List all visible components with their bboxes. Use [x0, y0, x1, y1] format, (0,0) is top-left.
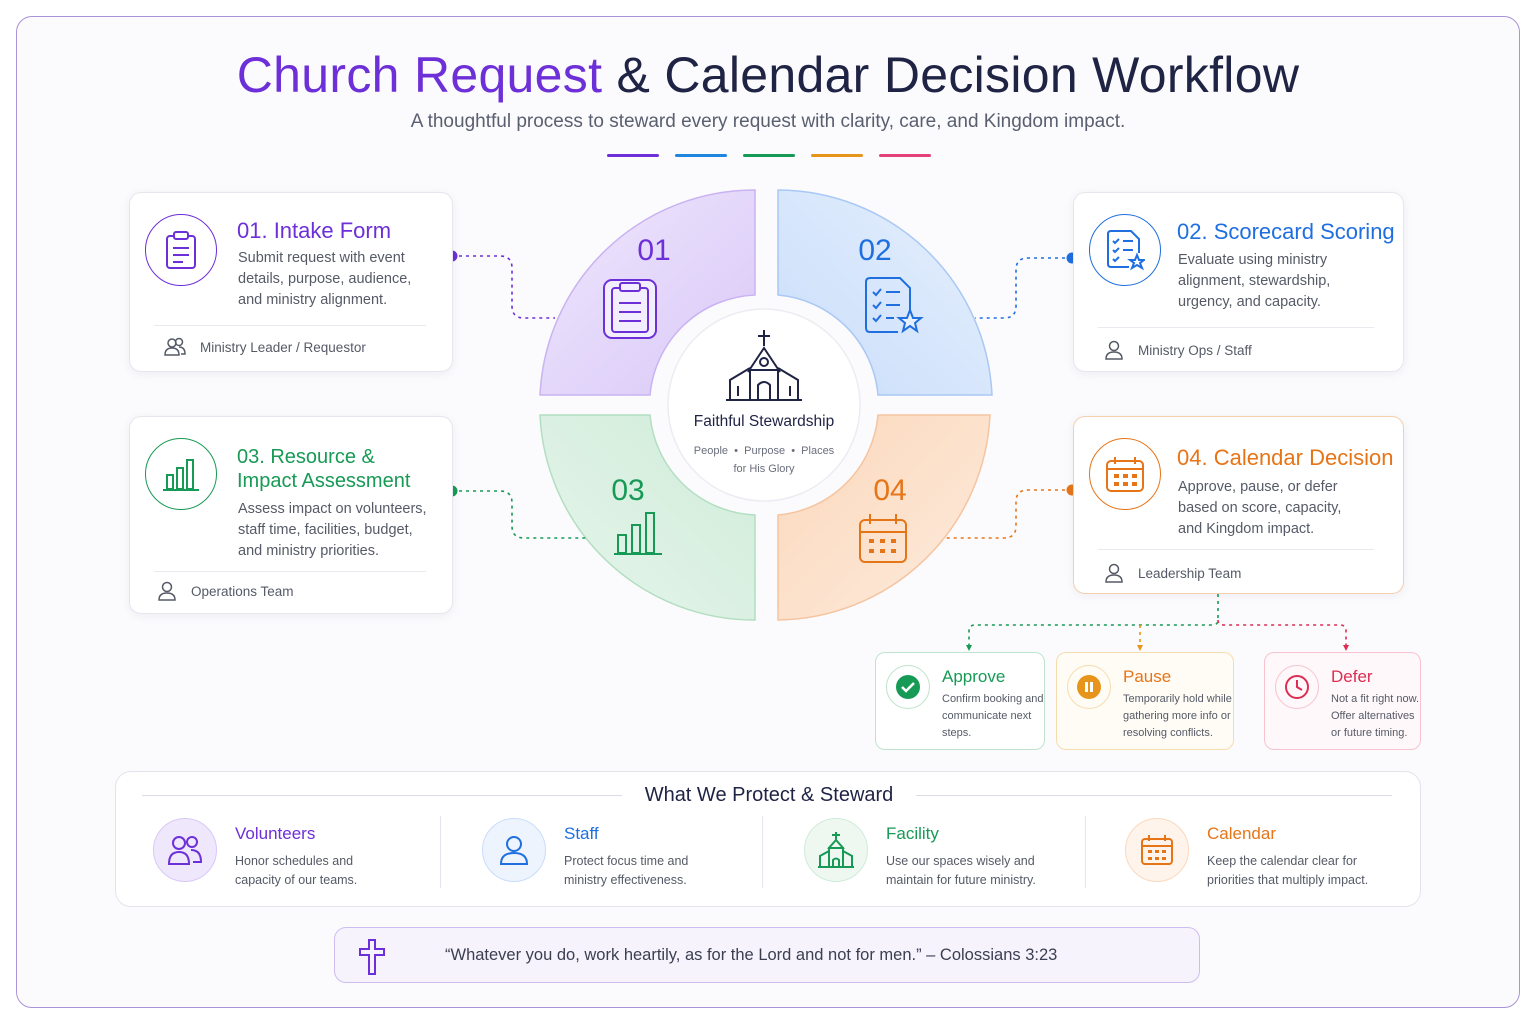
- outcome-defer-label: Defer: [1331, 667, 1373, 686]
- user-icon: [1105, 340, 1123, 360]
- step-03-role: Operations Team: [157, 581, 294, 601]
- church-icon: [726, 330, 802, 401]
- clock-icon: [1275, 665, 1319, 709]
- quote-text: “Whatever you do, work heartily, as for …: [445, 946, 1058, 964]
- step-02-role: Ministry Ops / Staff: [1104, 340, 1252, 360]
- checklist-star-icon: [1089, 214, 1161, 286]
- page-title: Church Request & Calendar Decision Workf…: [236, 47, 1300, 103]
- step-02-card[interactable]: 02. Scorecard Scoring Evaluate using min…: [1073, 192, 1404, 372]
- steward-volunteers-label: Volunteers: [235, 824, 316, 843]
- outcome-defer[interactable]: Defer Not a fit right now.Offer alternat…: [1264, 652, 1421, 750]
- step-03-title: 03. Resource &Impact Assessment: [237, 446, 411, 492]
- quadrant-04-number: 04: [873, 474, 906, 507]
- steward-facility-label: Facility: [886, 824, 939, 843]
- step-04-card[interactable]: 04. Calendar Decision Approve, pause, or…: [1073, 416, 1404, 594]
- step-01-card[interactable]: 01. Intake Form Submit request with even…: [129, 192, 453, 372]
- bar-chart-icon: [145, 438, 217, 510]
- step-04-title: 04. Calendar Decision: [1177, 445, 1394, 470]
- calendar-icon: [1089, 438, 1161, 510]
- clipboard-icon: [145, 214, 217, 286]
- outcome-approve-label: Approve: [942, 667, 1006, 686]
- step-03-card[interactable]: 03. Resource &Impact Assessment Assess i…: [129, 416, 453, 614]
- center-subtitle: People • Purpose • Places for His Glory: [693, 445, 835, 475]
- step-02-title: 02. Scorecard Scoring: [1177, 219, 1395, 244]
- pause-circle-icon: [1067, 665, 1111, 709]
- page-subtitle: A thoughtful process to steward every re…: [410, 111, 1126, 132]
- checklist-star-icon: [865, 277, 924, 334]
- step-03-desc: Assess impact on volunteers,staff time, …: [238, 501, 427, 559]
- church-icon: [804, 818, 868, 882]
- outcome-pause-label: Pause: [1123, 667, 1172, 686]
- check-circle-icon: [886, 665, 930, 709]
- steward-calendar-label: Calendar: [1207, 824, 1276, 843]
- calendar-icon: [1125, 818, 1189, 882]
- users-icon: [153, 818, 217, 882]
- steward-heading: What We Protect & Steward: [644, 784, 894, 806]
- quadrant-03-segment: [539, 414, 756, 621]
- color-dashes: [607, 154, 931, 157]
- step-04-role: Leadership Team: [1104, 563, 1241, 583]
- user-icon: [1105, 563, 1123, 583]
- calendar-icon: [859, 514, 907, 563]
- quadrant-02-number: 02: [858, 234, 891, 267]
- step-01-role: Ministry Leader / Requestor: [164, 337, 366, 357]
- center-title: Faithful Stewardship: [693, 413, 835, 430]
- cross-icon: [359, 939, 385, 975]
- quadrant-01-number: 01: [637, 234, 670, 267]
- steward-panel: What We Protect & Steward Volunteers Hon…: [115, 771, 1421, 907]
- quadrant-04-segment: [777, 414, 991, 621]
- user-icon: [482, 818, 546, 882]
- user-icon: [158, 581, 176, 601]
- clipboard-icon: [603, 279, 657, 339]
- step-01-title: 01. Intake Form: [237, 218, 392, 243]
- users-icon: [164, 337, 186, 356]
- quadrant-03-number: 03: [611, 474, 644, 507]
- quadrant-02-segment: [777, 189, 993, 396]
- steward-staff-label: Staff: [564, 824, 599, 843]
- bar-chart-icon: [614, 512, 662, 555]
- scripture-quote: “Whatever you do, work heartily, as for …: [334, 927, 1200, 983]
